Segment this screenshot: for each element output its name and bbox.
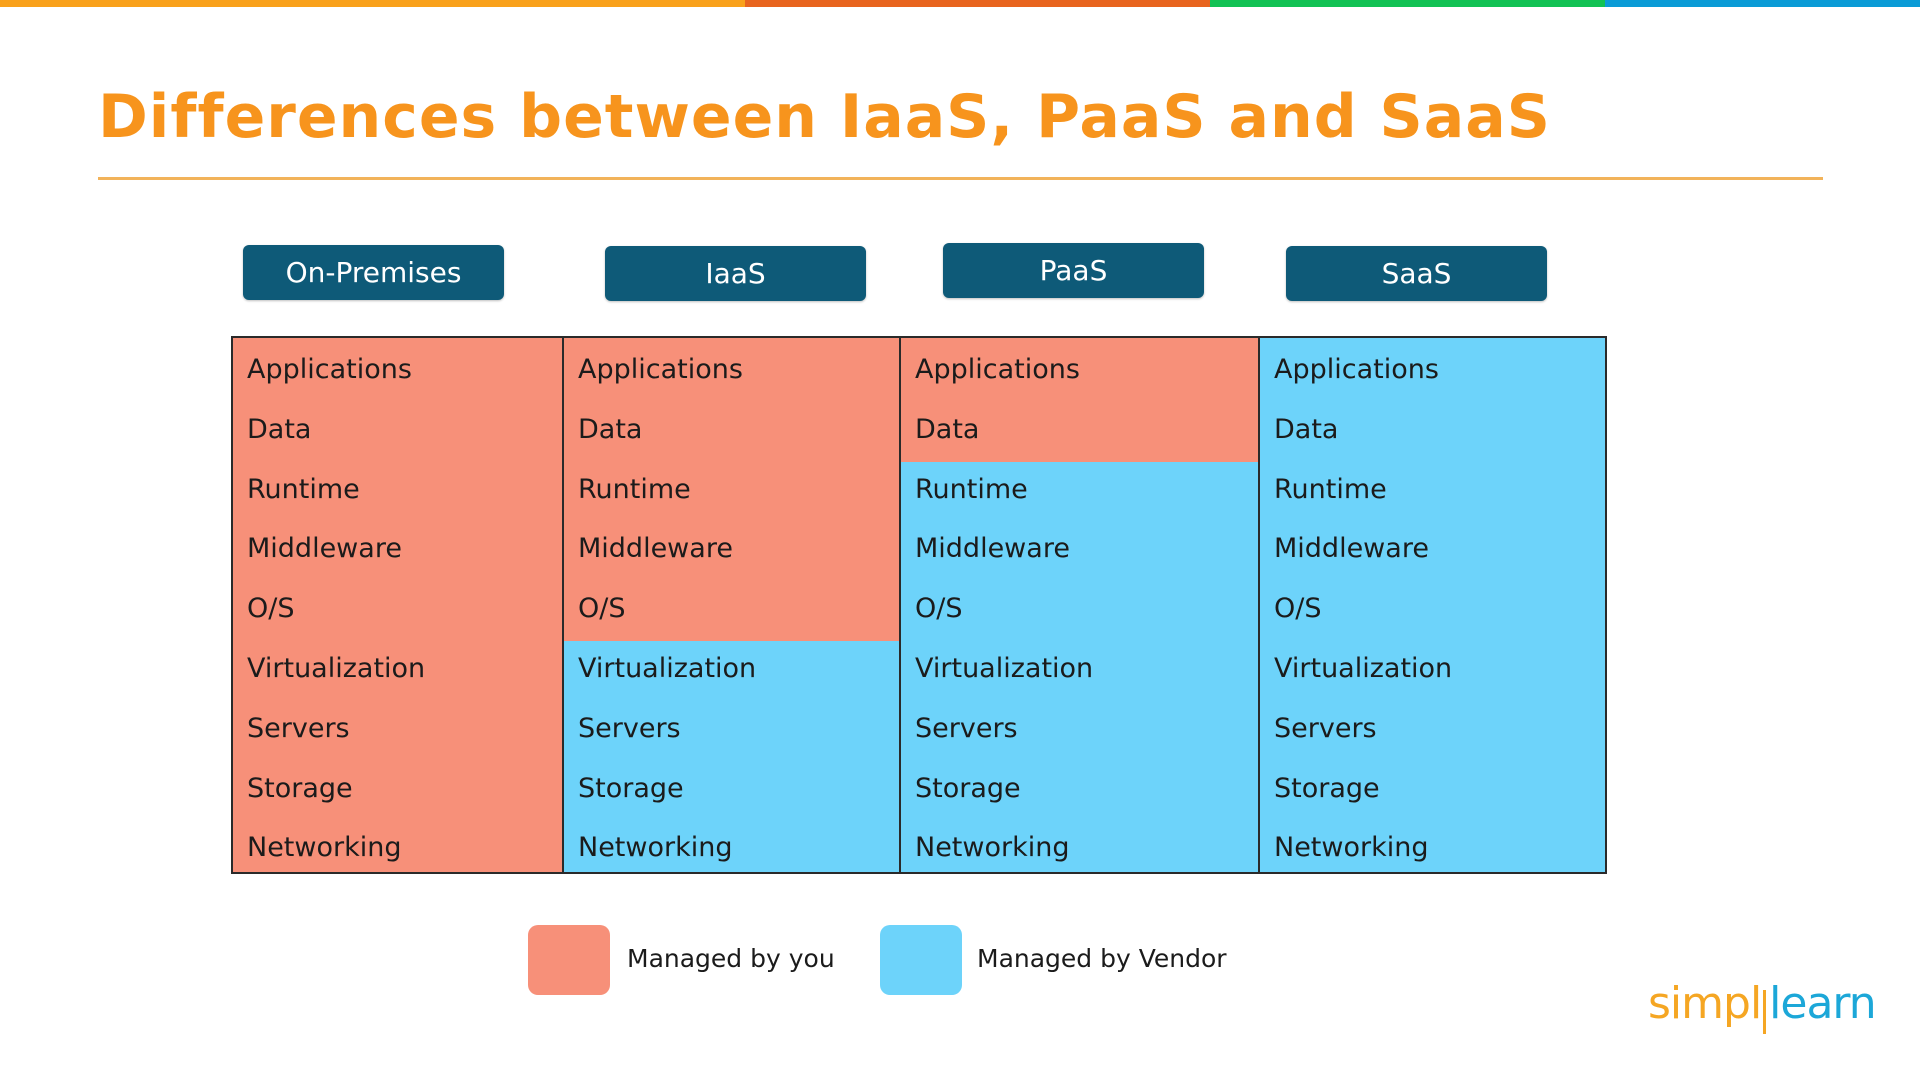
legend-swatch-managed-by-vendor	[880, 925, 962, 995]
stack-item-networking: Networking	[915, 832, 1070, 864]
stack-item-middleware: Middleware	[578, 533, 733, 565]
managed-by-you-region	[233, 338, 562, 872]
stack-item-applications: Applications	[1274, 354, 1439, 385]
stack-item-servers: Servers	[1274, 712, 1377, 744]
managed-by-you-region	[901, 338, 1258, 462]
stack-item-storage: Storage	[915, 772, 1021, 804]
top-color-bar	[0, 0, 1920, 7]
stack-item-o-s: O/S	[578, 593, 626, 625]
slide-title: Differences between IaaS, PaaS and SaaS	[98, 82, 1551, 152]
managed-by-you-region	[564, 338, 899, 641]
stack-item-o-s: O/S	[247, 593, 295, 625]
header-iaas: IaaS	[605, 246, 866, 301]
header-paas: PaaS	[943, 243, 1204, 298]
top-bar-segment-red	[745, 0, 1210, 7]
legend-label-managed-by-vendor: Managed by Vendor	[977, 944, 1227, 973]
stack-item-virtualization: Virtualization	[247, 652, 426, 684]
stack-item-o-s: O/S	[1274, 593, 1322, 625]
stack-item-servers: Servers	[915, 712, 1018, 744]
top-bar-segment-green	[1210, 0, 1605, 7]
stack-item-middleware: Middleware	[1274, 533, 1429, 565]
stack-item-applications: Applications	[578, 354, 743, 385]
stack-item-servers: Servers	[578, 712, 681, 744]
stack-item-runtime: Runtime	[247, 473, 360, 505]
logo-text-part1: simpl	[1648, 978, 1762, 1029]
logo-i-bar	[1763, 990, 1767, 1034]
stack-item-storage: Storage	[1274, 772, 1380, 804]
stack-item-storage: Storage	[578, 772, 684, 804]
stack-item-runtime: Runtime	[1274, 473, 1387, 505]
stack-item-runtime: Runtime	[915, 473, 1028, 505]
stack-item-data: Data	[915, 413, 980, 445]
stack-item-data: Data	[578, 413, 643, 445]
managed-by-vendor-region	[901, 461, 1258, 872]
stack-item-applications: Applications	[915, 354, 1080, 385]
stack-item-virtualization: Virtualization	[1274, 652, 1453, 684]
stack-item-networking: Networking	[247, 832, 402, 864]
legend-swatch-managed-by-you	[528, 925, 610, 995]
stack-item-networking: Networking	[578, 832, 733, 864]
stack-item-runtime: Runtime	[578, 473, 691, 505]
stack-item-middleware: Middleware	[915, 533, 1070, 565]
managed-by-vendor-region	[1260, 338, 1605, 872]
stack-item-networking: Networking	[1274, 832, 1429, 864]
stack-item-o-s: O/S	[915, 593, 963, 625]
top-bar-segment-blue	[1605, 0, 1920, 7]
header-on-premises: On-Premises	[243, 245, 504, 300]
managed-by-vendor-region	[564, 641, 899, 872]
stack-item-data: Data	[1274, 413, 1339, 445]
stack-item-middleware: Middleware	[247, 533, 402, 565]
stack-item-servers: Servers	[247, 712, 350, 744]
top-bar-segment-orange	[0, 0, 745, 7]
stack-item-virtualization: Virtualization	[915, 652, 1094, 684]
title-underline	[98, 177, 1823, 180]
header-saas: SaaS	[1286, 246, 1547, 301]
logo-text-part2: learn	[1769, 978, 1876, 1029]
stack-item-storage: Storage	[247, 772, 353, 804]
stack-item-virtualization: Virtualization	[578, 652, 757, 684]
stack-item-applications: Applications	[247, 354, 412, 385]
stack-item-data: Data	[247, 413, 312, 445]
legend-label-managed-by-you: Managed by you	[627, 944, 835, 973]
